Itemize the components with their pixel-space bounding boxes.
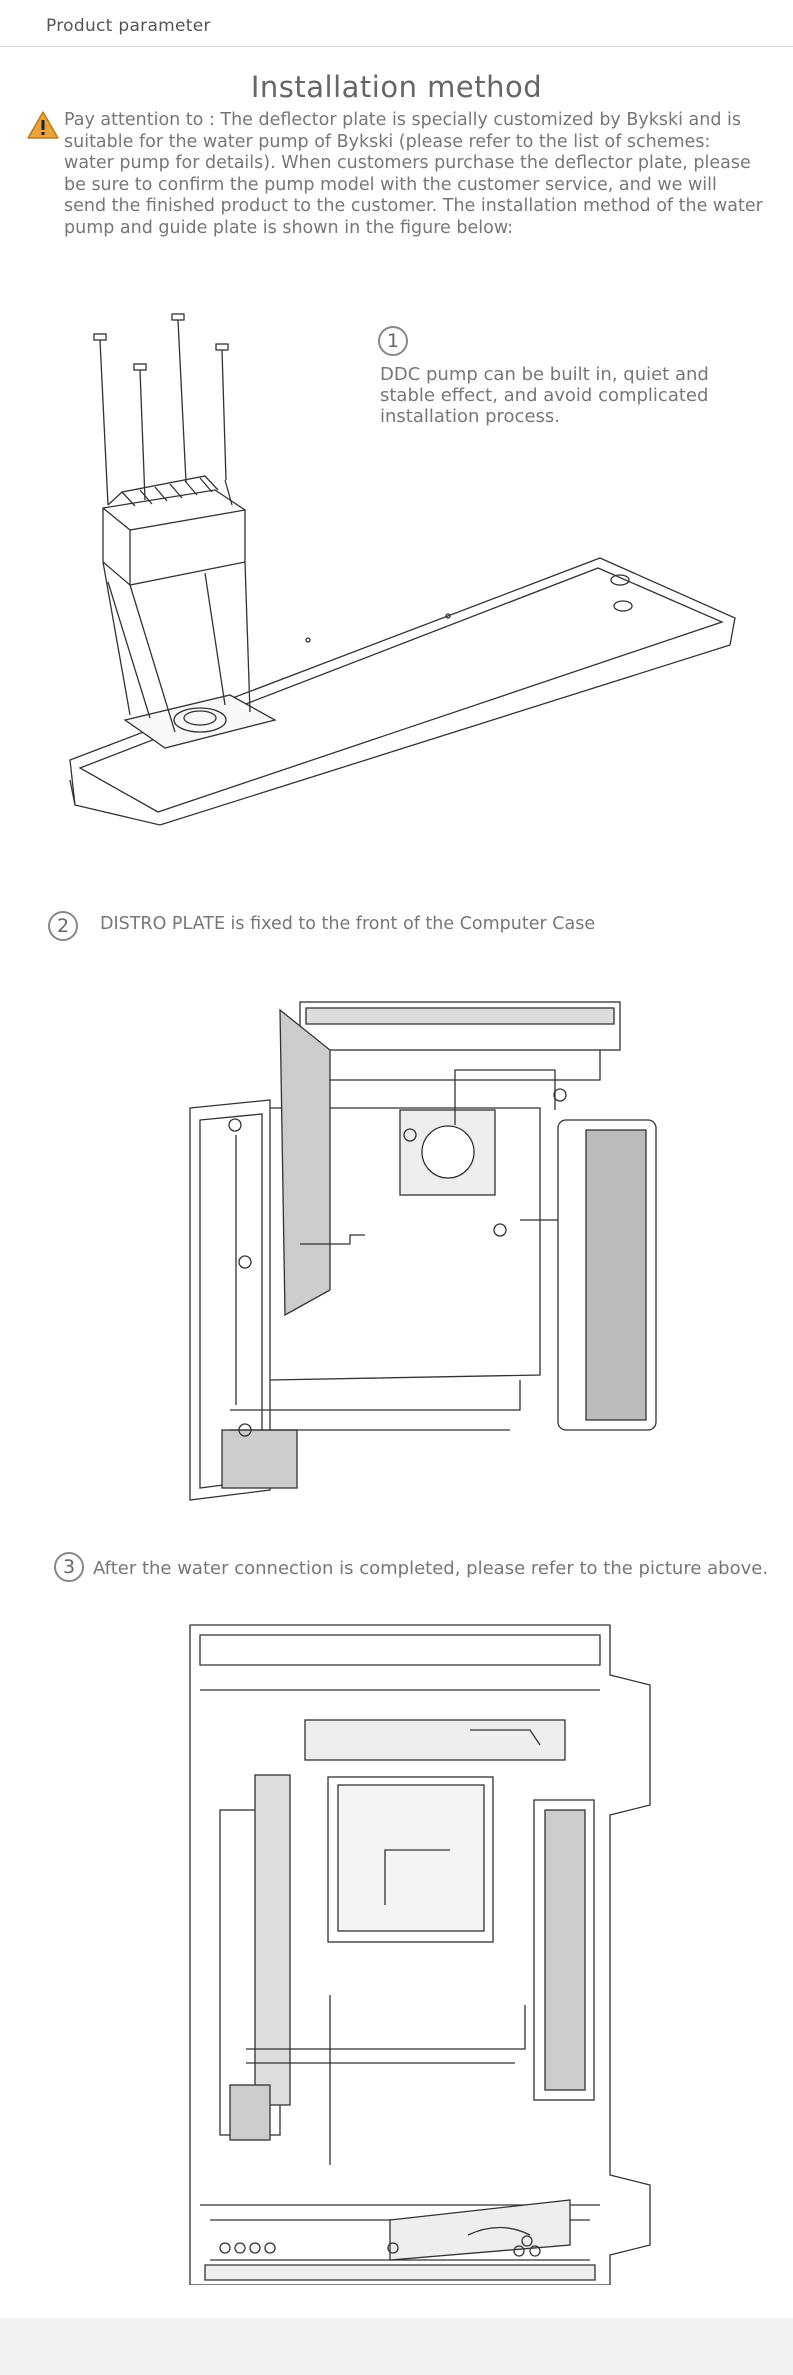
notice-text: Pay attention to : The deflector plate i… (64, 110, 763, 238)
pump-plate-exploded-diagram (69, 313, 736, 826)
step-1-number: 1 (378, 326, 408, 356)
step-3-text: After the water connection is completed,… (93, 1558, 769, 1579)
distro-plate-loop-diagram (189, 1001, 657, 1501)
page-title: Installation method (250, 70, 543, 104)
step-2-text: DISTRO PLATE is fixed to the front of th… (100, 914, 596, 934)
warning-icon (27, 111, 59, 139)
case-installed-diagram (189, 1624, 651, 2285)
footer-band (0, 2318, 793, 2375)
page-header: Product parameter (0, 0, 793, 47)
header-title: Product parameter (46, 16, 211, 36)
step-1-text: DDC pump can be built in, quiet and stab… (380, 364, 709, 427)
step-2-number: 2 (48, 911, 78, 941)
step-3-number: 3 (54, 1552, 84, 1582)
